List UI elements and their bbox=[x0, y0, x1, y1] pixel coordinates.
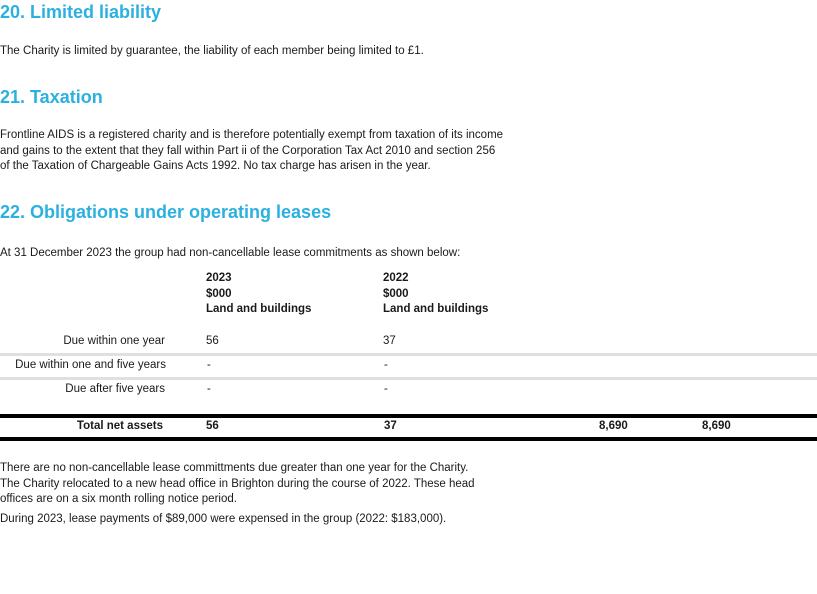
row-divider bbox=[0, 353, 817, 356]
section-21-line-1: Frontline AIDS is a registered charity a… bbox=[0, 129, 504, 141]
notes-line-1: There are no non-cancellable lease commi… bbox=[0, 462, 469, 474]
total-extra-value: 8,690 bbox=[702, 420, 731, 432]
total-bottom-rule bbox=[0, 437, 817, 441]
total-2023: 56 bbox=[206, 420, 219, 432]
cell-2022: 37 bbox=[383, 335, 396, 347]
column-category: Land and buildings bbox=[206, 303, 312, 315]
total-label: Total net assets bbox=[76, 420, 163, 432]
cell-2022: - bbox=[384, 383, 388, 395]
row-divider bbox=[0, 377, 817, 380]
section-20-paragraph: The Charity is limited by guarantee, the… bbox=[0, 45, 424, 57]
column-unit: $000 bbox=[206, 287, 232, 300]
row-label: Due within one and five years bbox=[15, 359, 166, 371]
cell-2023: - bbox=[207, 383, 211, 395]
total-2022: 37 bbox=[384, 420, 397, 432]
section-22-intro: At 31 December 2023 the group had non-ca… bbox=[0, 247, 461, 259]
total-top-rule bbox=[0, 414, 817, 418]
section-21-line-2: and gains to the extent that they fall w… bbox=[0, 144, 496, 157]
section-22-heading: 22. Obligations under operating leases bbox=[0, 202, 332, 222]
section-20-heading: 20. Limited liability bbox=[0, 2, 162, 22]
section-21-heading: 21. Taxation bbox=[0, 87, 103, 107]
cell-2023: - bbox=[207, 359, 211, 371]
cell-2022: - bbox=[384, 359, 388, 371]
cell-2023: 56 bbox=[206, 335, 219, 347]
column-year: 2022 bbox=[383, 272, 409, 284]
column-category: Land and buildings bbox=[383, 303, 489, 315]
row-label: Due within one year bbox=[63, 335, 165, 347]
notes-line-2: The Charity relocated to a new head offi… bbox=[0, 477, 475, 490]
notes-line-3: offices are on a six month rolling notic… bbox=[0, 493, 237, 506]
column-year: 2023 bbox=[206, 272, 232, 284]
lease-payments-note: During 2023, lease payments of $89,000 w… bbox=[0, 513, 447, 525]
row-label: Due after five years bbox=[65, 383, 165, 395]
column-unit: $000 bbox=[383, 287, 409, 300]
section-21-line-3: of the Taxation of Chargeable Gains Acts… bbox=[0, 160, 431, 173]
total-extra-value: 8,690 bbox=[599, 420, 628, 432]
